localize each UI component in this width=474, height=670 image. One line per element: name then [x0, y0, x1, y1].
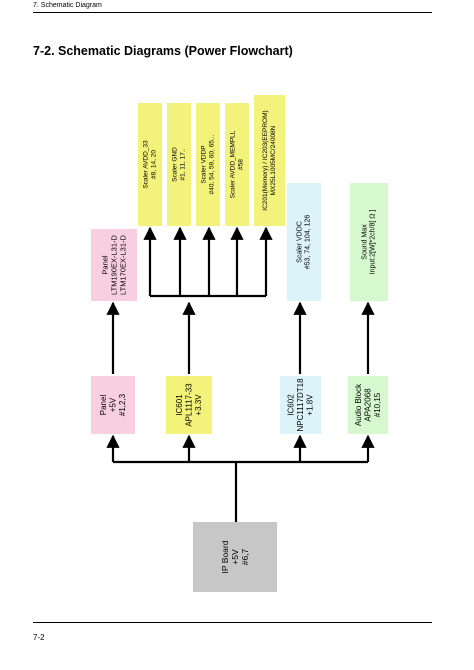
sound-max-line-1: Sound Max [361, 224, 368, 260]
scaler-avdd-mempll-line-1: Scaler AVDD_MEMPLL [230, 130, 237, 198]
ip-board-line-3: #6,7 [240, 548, 250, 565]
page-header: 7. Schematic Diagram [33, 2, 102, 9]
panel-power-box-background [91, 376, 135, 434]
sound-max-line-2: Input:2[W]*2ch/8[ Ω ] [370, 210, 377, 275]
ic602-box-background [280, 376, 321, 434]
ic601-line-3: +3.3V [194, 394, 203, 416]
scaler-avdd-mempll-box-background [225, 103, 249, 226]
audio-block-line-3: #10,15 [373, 392, 382, 417]
scaler-avdd-mempll-box: Scaler AVDD_MEMPLL#58 [225, 103, 249, 226]
panel-power-box: Panel+5V#1,2,3 [91, 376, 135, 434]
memory-eeprom-box: IC201(Memory) / IC203(EEPROM)MX25L1005MC… [254, 95, 285, 226]
scaler-vddc-line-2: #53, 74, 104, 126 [305, 215, 312, 270]
memory-eeprom-box-background [254, 95, 285, 226]
panel-power-line-3: #1,2,3 [118, 393, 127, 416]
scaler-avdd33-box: Scaler AVDD_33#8, 14, 20 [138, 103, 162, 226]
scaler-vddc-line-1: Scaler VDDC [296, 221, 303, 263]
header-rule [33, 12, 432, 13]
ic601-line-1: IC601 [175, 394, 184, 416]
sound-max-box-background [350, 183, 388, 301]
memory-eeprom-line-2: MX25L1005MC/24008N [270, 125, 277, 195]
ic601-box-background [166, 376, 212, 434]
page-number: 7-2 [33, 633, 45, 642]
audio-block-line-1: Audio Block [354, 383, 363, 426]
scaler-avdd33-line-2: #8, 14, 20 [150, 150, 157, 179]
ip-board-box-background [193, 522, 277, 592]
footer-rule [33, 622, 432, 623]
panel-models-line-2: LTM190EX-L31-D [110, 234, 119, 294]
scaler-vddp-box: Scaler VDDP#40, 54, 59, 60, 65... [196, 103, 220, 226]
ip-board-line-1: IP Board [220, 540, 230, 573]
ic602-line-1: IC602 [286, 394, 295, 416]
panel-power-line-2: +5V [109, 397, 118, 412]
scaler-gnd-box: Scaler GND#1, 11, 17.. [167, 103, 191, 226]
panel-models-line-1: Panel [101, 255, 110, 275]
audio-block-box-background [348, 376, 388, 434]
panel-models-line-3: LTM170EX-L31-D [119, 234, 128, 294]
ip-board-box: IP Board+5V#6,7 [193, 522, 277, 592]
panel-models-box-background [91, 229, 137, 301]
scaler-gnd-line-1: Scaler GND [172, 147, 179, 182]
ic602-line-2: NPC1117DT18 [296, 378, 305, 432]
memory-eeprom-line-1: IC201(Memory) / IC203(EEPROM) [262, 110, 269, 210]
ic602-line-3: +1.8V [306, 394, 315, 416]
scaler-gnd-box-background [167, 103, 191, 226]
scaler-vddc-box-background [287, 183, 321, 301]
scaler-vddc-box: Scaler VDDC#53, 74, 104, 126 [287, 183, 321, 301]
scaler-gnd-line-2: #1, 11, 17.. [179, 148, 186, 180]
scaler-avdd33-box-background [138, 103, 162, 226]
scaler-vddp-box-background [196, 103, 220, 226]
ip-board-line-2: +5V [230, 549, 240, 565]
panel-power-line-1: Panel [99, 395, 108, 416]
connectors [106, 226, 375, 522]
audio-block-line-2: APA2068 [364, 388, 373, 422]
ic601-line-2: APL1117-33 [185, 383, 194, 427]
page-title: 7-2. Schematic Diagrams (Power Flowchart… [33, 44, 293, 58]
scaler-avdd-mempll-line-2: #58 [237, 159, 244, 170]
scaler-vddp-line-2: #40, 54, 59, 60, 65... [208, 134, 215, 194]
scaler-vddp-line-1: Scaler VDDP [201, 145, 208, 183]
scaler-avdd33-line-1: Scaler AVDD_33 [143, 140, 150, 189]
